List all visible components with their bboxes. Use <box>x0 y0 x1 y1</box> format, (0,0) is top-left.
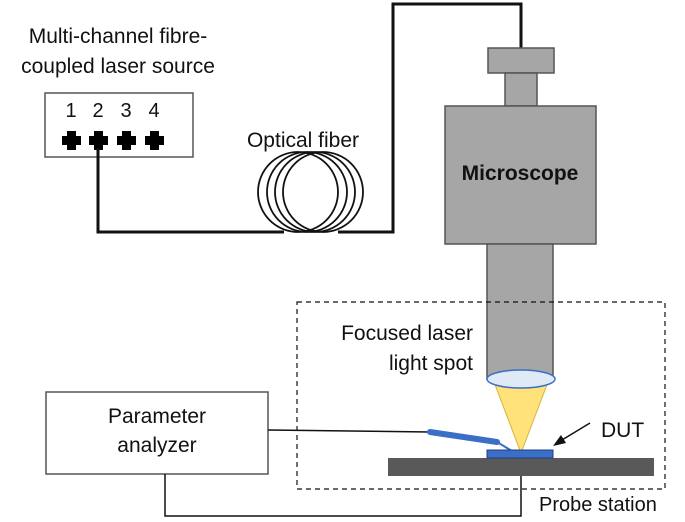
dut-chip <box>486 449 554 459</box>
probe-wire <box>267 429 431 433</box>
probe-station-label: Probe station <box>539 494 657 516</box>
channel-label-1: 1 <box>65 100 76 122</box>
optical-fiber-label: Optical fiber <box>247 129 359 152</box>
microscope-label: Microscope <box>462 162 579 185</box>
probe-station-boundary <box>296 301 666 490</box>
laser-beam-cone <box>493 381 549 455</box>
laser-source-title-line1: Multi-channel fibre- <box>29 25 208 48</box>
channel-port-3-icon <box>117 131 136 150</box>
fiber-cable-from-source <box>96 148 284 234</box>
laser-source-title-line2: coupled laser source <box>21 55 215 78</box>
dut-label: DUT <box>601 419 644 442</box>
channel-port-2-icon <box>89 131 108 150</box>
parameter-analyzer-box <box>45 391 269 475</box>
parameter-analyzer-label-line2: analyzer <box>117 434 196 457</box>
ground-wire <box>164 474 522 517</box>
probe-needle <box>427 429 500 445</box>
optical-fiber-coil-icon <box>257 151 364 233</box>
channel-label-2: 2 <box>92 100 103 122</box>
microscope-icon <box>444 47 597 380</box>
probe-station-stage <box>388 458 654 476</box>
dut-arrowhead-icon <box>553 435 566 446</box>
focused-spot-label-line1: Focused laser <box>341 322 473 345</box>
channel-label-4: 4 <box>148 100 159 122</box>
objective-lens <box>486 369 556 389</box>
channel-port-1-icon <box>62 131 81 150</box>
channel-port-4-icon <box>145 131 164 150</box>
parameter-analyzer-label-line1: Parameter <box>108 405 206 428</box>
focused-spot-label-line2: light spot <box>389 352 473 375</box>
channel-label-3: 3 <box>120 100 131 122</box>
fiber-cable-to-microscope <box>338 2 523 234</box>
